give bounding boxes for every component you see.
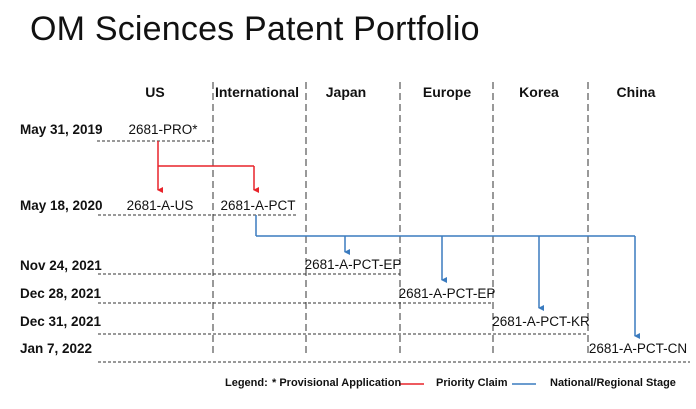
column-header-china: China: [616, 84, 656, 100]
legend-national-stage: National/Regional Stage: [550, 377, 676, 389]
date-label: Dec 31, 2021: [20, 314, 102, 329]
legend-label: Legend:: [225, 377, 268, 389]
legend-priority-claim: Priority Claim: [436, 377, 508, 389]
legend-provisional: * Provisional Application: [272, 377, 402, 389]
patent-china: 2681-A-PCT-CN: [588, 341, 688, 356]
column-header-us: US: [145, 84, 165, 100]
patent-us: 2681-A-US: [126, 198, 194, 213]
patent-korea: 2681-A-PCT-KR: [492, 314, 590, 329]
national-stage-arrows: [255, 215, 640, 339]
column-header-europe: Europe: [422, 84, 472, 100]
date-label: May 31, 2019: [20, 122, 103, 137]
date-label: Nov 24, 2021: [20, 258, 102, 273]
column-header-japan: Japan: [325, 84, 367, 100]
date-label: Dec 28, 2021: [20, 286, 102, 301]
column-header-korea: Korea: [519, 84, 559, 100]
priority-claim-arrows: [157, 141, 259, 193]
patent-pct: 2681-A-PCT: [220, 198, 296, 213]
date-label: Jan 7, 2022: [20, 341, 93, 356]
page-title: OM Sciences Patent Portfolio: [30, 10, 480, 48]
patent-japan: 2681-A-PCT-EP: [304, 257, 402, 272]
column-dividers: [212, 82, 589, 356]
date-label: May 18, 2020: [20, 198, 103, 213]
patent-provisional: 2681-PRO*: [128, 122, 198, 137]
row-lines: [97, 140, 690, 363]
patent-europe: 2681-A-PCT-EP: [398, 286, 496, 301]
column-header-international: International: [214, 84, 300, 100]
